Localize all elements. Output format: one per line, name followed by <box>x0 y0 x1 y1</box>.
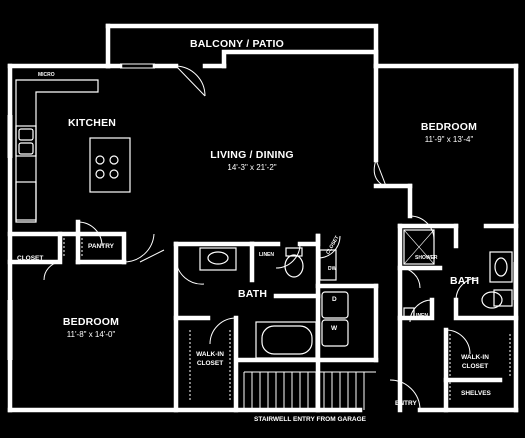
door-swings <box>43 65 479 411</box>
bath-fixtures-right <box>403 229 513 319</box>
shower-label: SHOWER <box>415 255 438 261</box>
living-label: LIVING / DINING <box>210 149 294 161</box>
micro-label: MICRO <box>38 72 55 78</box>
bath-center-label: BATH <box>238 288 268 300</box>
stairs <box>243 371 376 410</box>
stairwell-entry-label: STAIRWELL ENTRY FROM GARAGE <box>254 416 366 423</box>
bath-fixtures-center <box>199 247 349 359</box>
closet-shelving <box>63 238 511 400</box>
walkin-right-line1: WALK-IN <box>461 354 489 361</box>
walkin-right-line2: CLOSET <box>461 363 489 370</box>
pantry-label: PANTRY <box>88 243 114 250</box>
bath-right-label: BATH <box>450 275 480 287</box>
linen-right-label: LINEN <box>413 313 428 319</box>
bedroom-right-dimensions: 11'-9" x 13'-4" <box>424 135 474 144</box>
walkin-left-line2: CLOSET <box>196 360 224 367</box>
linen-center-label: LINEN <box>259 252 274 258</box>
kitchen-counters <box>15 79 131 223</box>
dryer-label: D <box>332 296 337 303</box>
windows <box>7 63 515 360</box>
bedroom-right-label: BEDROOM <box>420 121 478 133</box>
balcony-label: BALCONY / PATIO <box>189 38 285 50</box>
interior-walls <box>7 63 519 413</box>
shelves-label: SHELVES <box>461 390 491 397</box>
living-dimensions: 14'-3" x 21'-2" <box>227 163 277 172</box>
bedroom-left-label: BEDROOM <box>62 316 120 328</box>
exterior-walls <box>7 49 519 413</box>
bedroom-left-dimensions: 11'-8" x 14'-0" <box>66 330 116 339</box>
dw-label: DW <box>328 266 337 272</box>
closet-label: CLOSET <box>17 255 44 262</box>
entry-label: ENTRY <box>395 400 417 407</box>
washer-label: W <box>331 325 338 332</box>
kitchen-label: KITCHEN <box>68 117 117 129</box>
walkin-left-line1: WALK-IN <box>196 351 224 358</box>
